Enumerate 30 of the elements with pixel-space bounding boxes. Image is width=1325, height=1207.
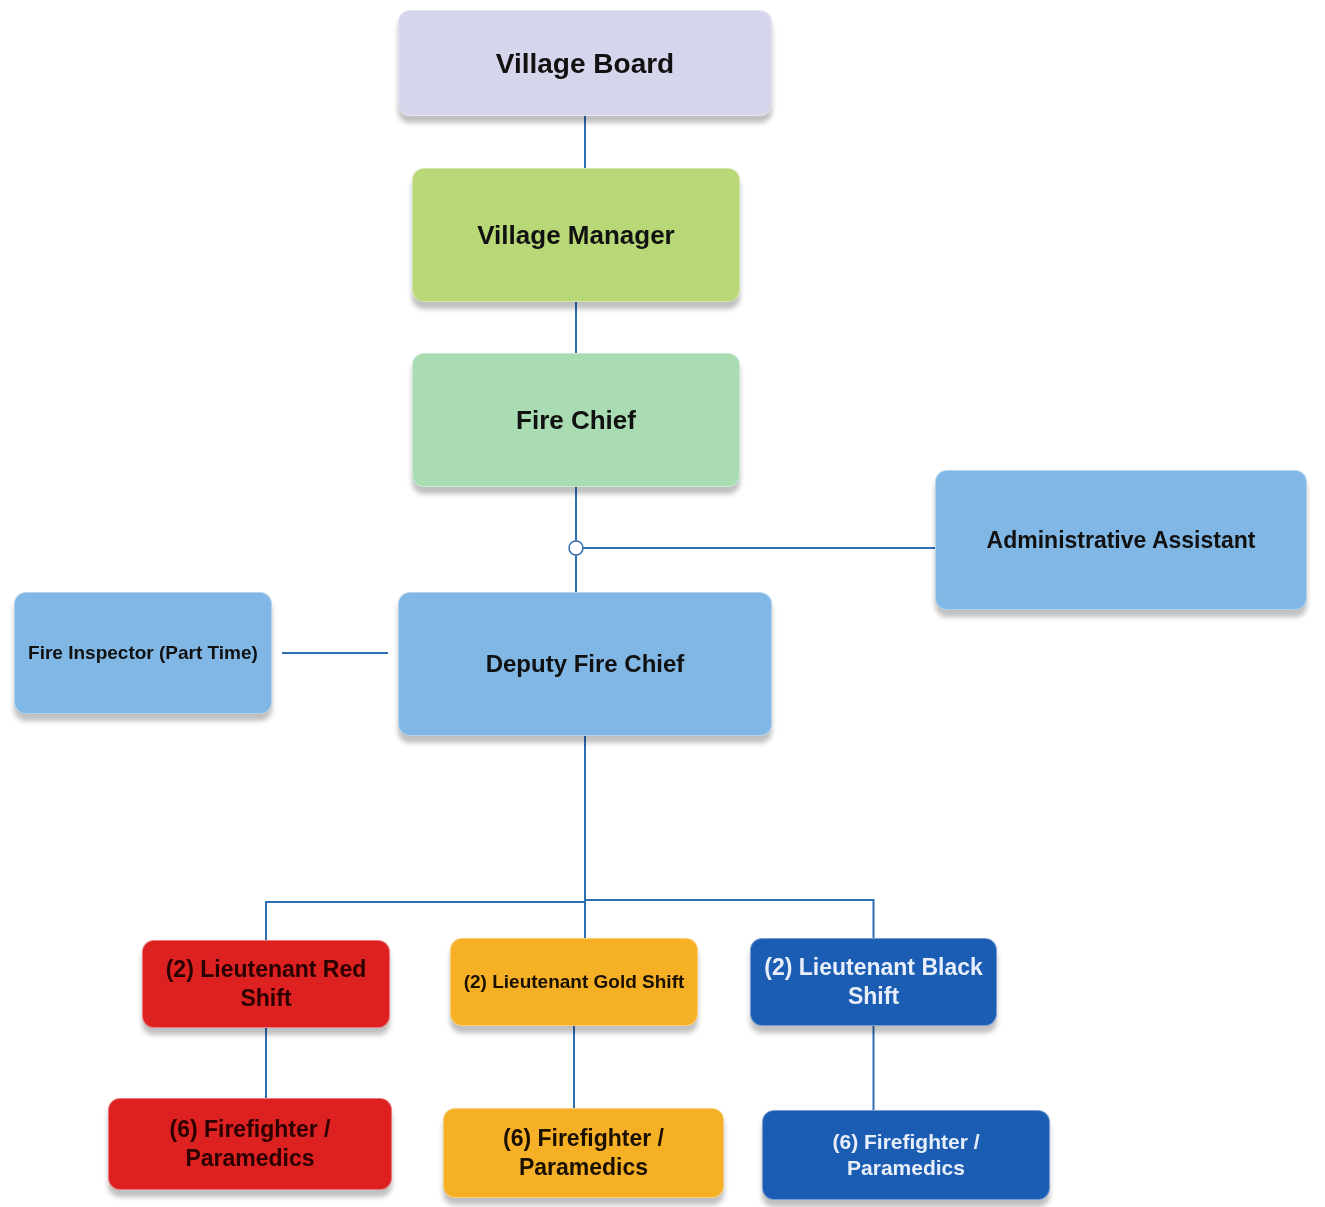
role-title: (2) Lieutenant Black Shift <box>763 953 984 1011</box>
connector-line <box>872 1025 875 1111</box>
connector-line <box>281 652 389 654</box>
role-title: Deputy Fire Chief <box>485 649 685 679</box>
role-title: (6) Firefighter / Paramedics <box>502 1124 665 1182</box>
connector-line <box>265 1027 267 1099</box>
role-title: (2) Lieutenant Red Shift <box>164 955 368 1013</box>
role-title: Administrative Assistant <box>986 525 1256 555</box>
org-box <box>398 592 772 736</box>
role-title: Village Board <box>495 46 675 81</box>
connector-line <box>573 1025 575 1109</box>
org-box <box>412 168 740 302</box>
role-title: Fire Chief <box>516 403 636 437</box>
org-box <box>450 938 698 1026</box>
connector-line <box>584 115 586 169</box>
org-box <box>14 592 272 714</box>
org-box <box>762 1110 1050 1200</box>
org-box <box>398 10 772 116</box>
role-title: (2) Lieutenant Gold Shift <box>463 970 685 994</box>
role-title: (6) Firefighter / Paramedics <box>831 1128 981 1181</box>
role-title: (6) Firefighter / Paramedics <box>168 1115 332 1173</box>
org-box <box>443 1108 724 1198</box>
connector-line <box>575 301 577 354</box>
role-title: Fire Inspector (Part Time) <box>28 641 258 665</box>
role-title: Village Manager <box>477 218 675 252</box>
org-box <box>935 470 1307 610</box>
org-box <box>412 353 740 487</box>
org-box <box>142 940 390 1028</box>
org-box <box>108 1098 392 1190</box>
org-box <box>750 938 997 1026</box>
